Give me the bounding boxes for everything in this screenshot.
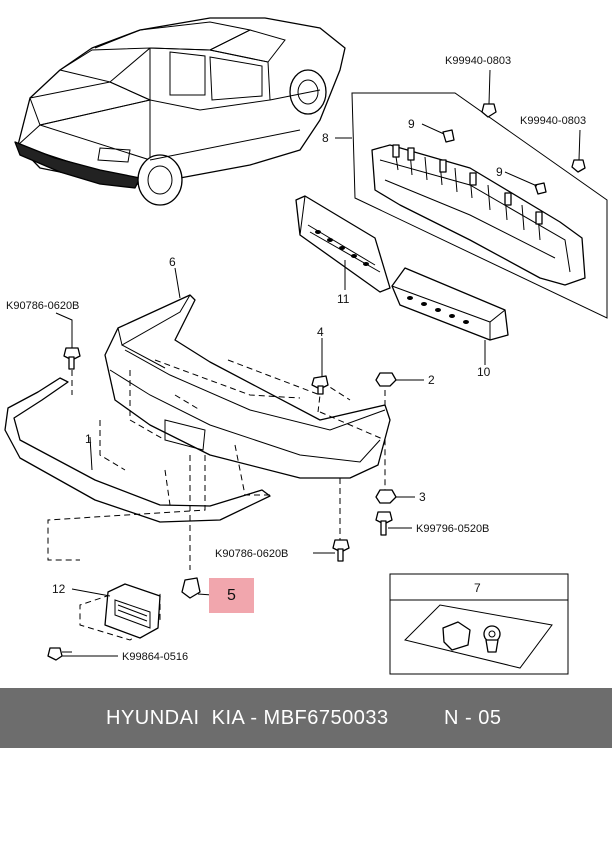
license-reflector — [104, 583, 161, 639]
energy-absorber-left — [295, 195, 391, 293]
callout-2: 2 — [428, 373, 435, 387]
footer-bar: HYUNDAI KIA - MBF6750033 N - 05 — [0, 688, 612, 748]
fastener-kit-box — [389, 573, 569, 675]
part-code-k99864-0516: K99864-0516 — [122, 651, 188, 663]
bumper-moulding — [4, 377, 271, 523]
highlighted-part-number: 5 — [227, 587, 236, 604]
bumper-cover — [104, 294, 391, 479]
part-code-k99796-0520b: K99796-0520B — [416, 523, 489, 535]
part-code-k99940-0803-top: K99940-0803 — [445, 55, 511, 67]
energy-absorber-right — [391, 267, 509, 341]
sedan-illustration — [14, 17, 346, 206]
callout-7: 7 — [474, 581, 481, 595]
footer-part-number: HYUNDAI KIA - MBF6750033 — [106, 707, 389, 729]
part-code-k90786-0620b-bottom: K90786-0620B — [215, 548, 288, 560]
assembly-guide-lines — [47, 359, 386, 641]
reinforcement-ribs — [392, 144, 543, 241]
rear-bumper-parts-diagram: 6 8 9 9 11 10 4 2 3 1 12 7 K99940-0803 K… — [4, 17, 608, 675]
callout-4: 4 — [317, 325, 324, 339]
part-code-k90786-0620b-left: K90786-0620B — [6, 300, 79, 312]
footer-page-number: N - 05 — [444, 707, 502, 729]
callout-1: 1 — [85, 432, 92, 446]
callout-10: 10 — [477, 365, 491, 379]
callout-9-left: 9 — [408, 117, 415, 131]
callout-12: 12 — [52, 582, 66, 596]
callout-11: 11 — [337, 292, 350, 306]
part-code-k99940-0803-right: K99940-0803 — [520, 115, 586, 127]
callout-9-right: 9 — [496, 165, 503, 179]
callout-6: 6 — [169, 255, 176, 269]
callout-labels: 6 8 9 9 11 10 4 2 3 1 12 7 K99940-0803 K… — [6, 55, 586, 663]
callout-3: 3 — [419, 490, 426, 504]
fasteners — [47, 347, 397, 661]
highlighted-part-callout[interactable]: 5 — [209, 578, 254, 613]
leader-lines — [55, 69, 581, 657]
callout-8: 8 — [322, 131, 329, 145]
bumper-reinforcement-box — [351, 92, 608, 319]
